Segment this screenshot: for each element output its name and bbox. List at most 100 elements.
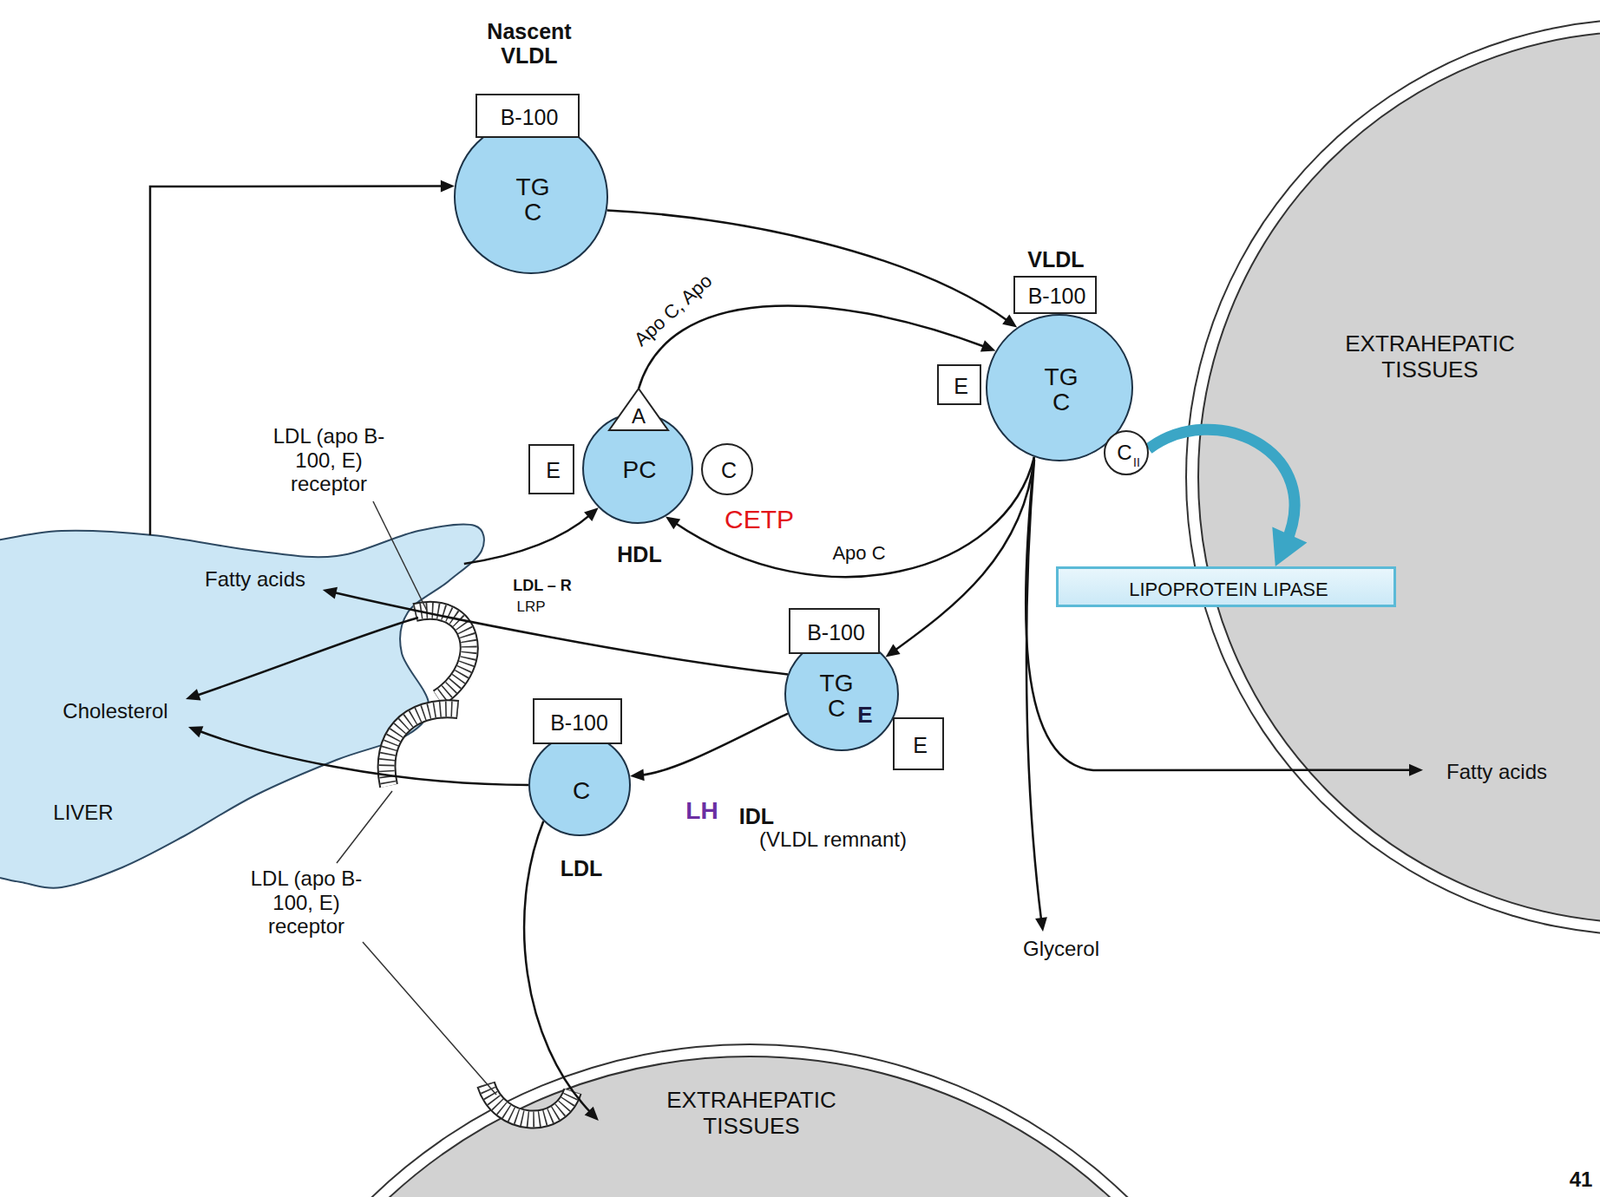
- apoprotein-box: B-100: [788, 608, 880, 655]
- particle-name: VLDL: [1027, 248, 1084, 273]
- arrow-line: [464, 514, 592, 564]
- connector: [188, 726, 529, 786]
- arrowhead: [885, 644, 901, 658]
- arrow-line: [638, 305, 987, 389]
- enzyme-box: LIPOPROTEIN LIPASE: [1055, 566, 1397, 608]
- receptor-body: [386, 708, 459, 787]
- receptor-symbol: [485, 1084, 573, 1121]
- receptor-symbol: [414, 610, 470, 699]
- arrowhead: [1002, 314, 1017, 328]
- arrow-line: [1025, 457, 1414, 771]
- leader-line: [373, 501, 427, 611]
- lipoprotein-particle: CLDL: [528, 734, 631, 837]
- core-content: C: [572, 778, 591, 804]
- apoprotein-name: A: [631, 405, 646, 428]
- connector: [322, 587, 788, 676]
- receptor-outline: [414, 610, 470, 699]
- apoprotein-triangle: A: [607, 386, 670, 433]
- receptor-label: LRP: [516, 599, 545, 617]
- apoprotein-circle: C: [701, 443, 754, 496]
- arrowhead: [980, 340, 997, 352]
- apoprotein-box: B-100: [475, 93, 580, 138]
- apoprotein-name: C: [721, 459, 737, 484]
- connector: [1025, 457, 1423, 777]
- triangle-shape: [609, 388, 669, 431]
- arrowhead: [629, 768, 645, 781]
- tissue-cell: EXTRAHEPATIC TISSUES Fatty acids: [1197, 30, 1600, 925]
- apoprotein-name: E: [912, 734, 928, 759]
- arrowhead: [188, 726, 204, 738]
- node-label: (VLDL remnant): [759, 828, 907, 852]
- receptor-outline: [386, 708, 459, 787]
- arrow-line: [196, 617, 419, 696]
- apoprotein-box: B-100: [1013, 275, 1097, 315]
- enzyme-label: CETP: [724, 504, 794, 534]
- arrowhead: [584, 1107, 599, 1122]
- node-label: Fatty acids: [1446, 760, 1548, 784]
- arrow-line: [150, 186, 446, 536]
- apoprotein-name: B-100: [550, 711, 609, 736]
- receptor-label: LDL (apo B-100, E) receptor: [259, 424, 399, 497]
- receptor-outline: [485, 1084, 573, 1121]
- receptor-stripes: [414, 610, 470, 699]
- particle-name: IDL: [739, 805, 774, 830]
- arrowhead: [583, 507, 599, 522]
- page-number: 41: [1569, 1168, 1594, 1192]
- apoprotein-box: E: [937, 364, 982, 406]
- arrowhead: [440, 180, 455, 193]
- enzyme-label: LH: [685, 798, 718, 826]
- node-label: Fatty acids: [204, 568, 306, 591]
- apoprotein-name: B-100: [1028, 284, 1087, 309]
- subscript: II: [1133, 456, 1141, 470]
- core-content: TG C: [1044, 364, 1079, 416]
- apoprotein-box: B-100: [532, 698, 623, 745]
- apoprotein-name: B-100: [806, 621, 866, 646]
- arrowhead: [322, 587, 338, 600]
- connector: [150, 180, 455, 536]
- receptor-body: [485, 1084, 573, 1121]
- arrow-line: [1148, 429, 1295, 545]
- core-content: PC: [622, 457, 657, 483]
- arrowhead: [665, 516, 681, 530]
- edge-label: Apo C: [832, 543, 886, 564]
- apoprotein-box: E: [892, 717, 945, 771]
- tissue-name: EXTRAHEPATIC TISSUES: [1344, 331, 1515, 384]
- enzyme-arrow: [1148, 429, 1308, 567]
- arrowhead: [1035, 917, 1048, 932]
- node-label: Cholesterol: [62, 700, 168, 723]
- arrow-line: [332, 592, 788, 676]
- leader-line: [336, 791, 393, 864]
- arrowhead: [1409, 764, 1423, 777]
- apoprotein-name: E: [857, 702, 873, 728]
- product-label: Glycerol: [1022, 937, 1100, 961]
- apoprotein-name: B-100: [500, 105, 559, 131]
- arrow-line: [197, 730, 530, 786]
- apoprotein-box: E: [528, 444, 575, 495]
- leader-line: [362, 942, 497, 1096]
- arrow-line: [673, 457, 1035, 578]
- connector: [885, 457, 1035, 658]
- arrowhead: [1272, 527, 1307, 568]
- apoprotein-name: E: [545, 459, 561, 484]
- apoprotein-circle: CII: [1103, 430, 1149, 476]
- particle-name: LDL: [560, 857, 604, 882]
- connector: [629, 714, 788, 782]
- node-label: LIVER: [52, 801, 113, 825]
- apoprotein-name: E: [953, 374, 969, 400]
- tissue-name: EXTRAHEPATIC TISSUES: [666, 1088, 837, 1141]
- receptor-stripes: [485, 1084, 573, 1121]
- arrowhead: [185, 688, 202, 701]
- receptor-body: [414, 610, 470, 699]
- arrow-line: [639, 714, 788, 776]
- lipoprotein-particle: Nascent VLDLTG C: [453, 119, 609, 275]
- enzyme-name: LIPOPROTEIN LIPASE: [1128, 578, 1328, 600]
- receptor-label: LDL (apo B-100, E) receptor: [236, 866, 376, 939]
- receptor-symbol: [386, 708, 459, 787]
- tissue-cell: EXTRAHEPATIC TISSUES: [217, 1055, 1282, 1197]
- edge-label: Apo C, Apo: [630, 270, 717, 351]
- connector: [464, 507, 599, 564]
- arrow-line: [893, 457, 1035, 652]
- receptor-label: LDL – R: [512, 577, 572, 596]
- particle-name: HDL: [616, 543, 662, 568]
- apoprotein-name: C: [1116, 441, 1132, 465]
